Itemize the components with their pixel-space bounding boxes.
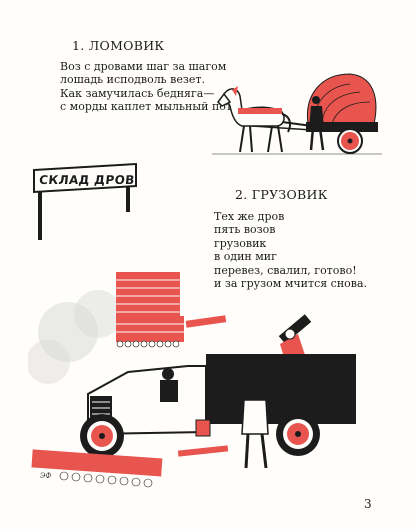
section2-poem: Тех же дров пять возов грузовик в один м… xyxy=(214,210,367,290)
poem-line: в один миг xyxy=(214,250,277,264)
page-number: 3 xyxy=(364,497,372,511)
section1-title: 1. ЛОМОВИК xyxy=(72,38,165,53)
section2-title: 2. ГРУЗОВИК xyxy=(235,187,328,202)
artist-signature: ЭФ xyxy=(40,472,52,480)
ground-logs xyxy=(31,445,229,488)
poem-line: с морды каплет мыльный пот. xyxy=(60,100,236,114)
poem-line: перевез, свалил, готово! xyxy=(214,263,357,277)
truck-wheel-front xyxy=(80,414,124,458)
truck-illustration xyxy=(28,272,356,488)
log-stack xyxy=(116,272,184,348)
poem-line: Воз с дровами шаг за шагом xyxy=(60,60,227,73)
poem-line: грузовик xyxy=(214,236,267,250)
horse-cart-illustration xyxy=(212,73,382,155)
poem-line: пять возов xyxy=(214,223,276,237)
poem-line: лошадь исподволь везет. xyxy=(60,73,205,87)
poem-line: Как замучилась бедняга— xyxy=(60,86,215,100)
poem-line: Тех же дров xyxy=(214,210,285,223)
section1-poem: Воз с дровами шаг за шагом лошадь исподв… xyxy=(60,60,235,114)
warehouse-sign xyxy=(33,162,137,240)
poem-line: и за грузом мчится снова. xyxy=(214,277,368,291)
truck-wheel-rear xyxy=(276,412,320,456)
sign-text: СКЛАД ДРОВ xyxy=(38,173,136,187)
